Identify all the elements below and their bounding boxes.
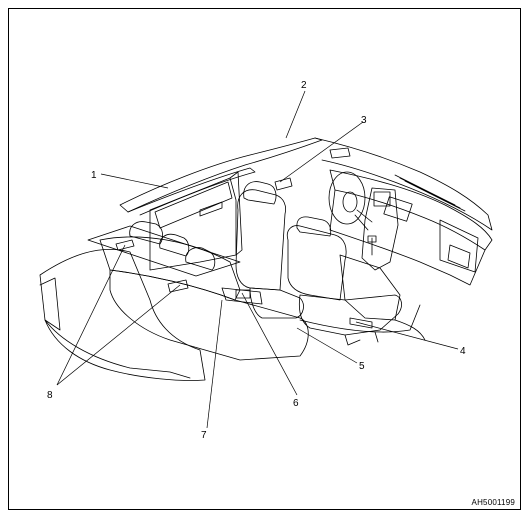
callout-1: 1: [91, 170, 97, 181]
rear-armrest: [221, 287, 263, 305]
front-seat-right-frame: [344, 331, 379, 346]
rear-door-window: [154, 181, 233, 229]
leader-line-8b: [56, 284, 181, 386]
windshield-header: [314, 137, 493, 231]
sunvisor-mount: [329, 147, 351, 159]
seat-rail-front: [349, 317, 373, 329]
b-pillar: [229, 171, 243, 256]
front-seat-right-headrest: [296, 216, 332, 237]
front-floor: [299, 304, 426, 341]
center-display: [373, 191, 391, 207]
front-seat-right-back: [286, 225, 347, 301]
leader-line-7: [206, 299, 223, 429]
instrument-panel-right: [439, 219, 479, 273]
dome-light: [274, 177, 293, 191]
dashboard-grille: [394, 174, 466, 212]
rear-headrest-right: [185, 247, 216, 271]
rear-speaker-left: [115, 239, 135, 251]
callout-2: 2: [301, 80, 307, 91]
rear-speaker-right: [167, 279, 189, 293]
vent-right: [447, 244, 471, 269]
dashboard-lower: [329, 189, 486, 286]
rear-door-handle: [199, 201, 223, 217]
trunk-outline: [39, 249, 206, 381]
callout-5: 5: [359, 361, 365, 372]
leader-line-2: [285, 90, 306, 139]
rear-headrest-center: [159, 233, 190, 257]
callout-7: 7: [201, 430, 207, 441]
shift-lever: [367, 235, 377, 256]
diagram-frame: [8, 8, 521, 510]
front-seat-left-headrest: [243, 181, 277, 205]
steering-wheel: [328, 171, 366, 225]
radio-unit: [383, 196, 413, 222]
steering-hub: [342, 191, 358, 213]
steering-column: [354, 209, 373, 231]
trunk-floor: [44, 319, 191, 379]
leader-line-5: [296, 327, 358, 364]
center-stack: [361, 187, 399, 271]
leader-line-4: [355, 321, 459, 350]
rear-seat-cushion: [109, 269, 309, 361]
callout-8: 8: [47, 390, 53, 401]
callout-6: 6: [293, 398, 299, 409]
callout-4: 4: [460, 346, 466, 357]
front-seat-left-back: [235, 189, 286, 291]
parcel-shelf: [87, 225, 241, 277]
front-seat-left-cushion: [249, 287, 304, 319]
trunk-hatch-line: [39, 277, 61, 331]
figure-id: AH5001199: [471, 498, 515, 507]
leader-line-1: [100, 173, 169, 189]
roof-rail-outline: [119, 137, 323, 213]
rear-headrest-left: [129, 221, 164, 245]
leader-line-8a: [56, 244, 126, 386]
leader-line-3: [279, 121, 364, 183]
armrest-cupholder: [235, 289, 251, 299]
leader-line-6: [241, 292, 298, 396]
center-console: [339, 254, 401, 321]
callout-3: 3: [361, 115, 367, 126]
front-seat-right-cushion: [298, 294, 402, 336]
